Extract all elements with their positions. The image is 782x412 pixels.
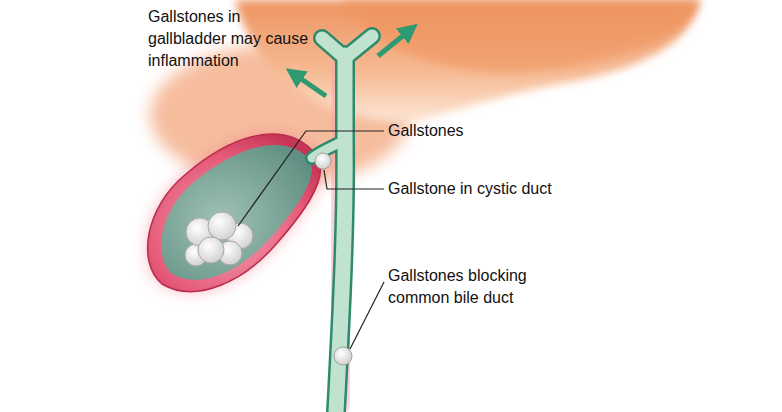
callout-label: Gallstones (388, 120, 588, 142)
leader-line (350, 282, 384, 349)
leader-line (324, 170, 384, 189)
callout-label: Gallstones blocking common bile duct (388, 265, 558, 309)
callout-label: Gallstones in gallbladder may cause infl… (148, 6, 318, 72)
callout-label: Gallstone in cystic duct (388, 178, 648, 200)
leader-line (238, 131, 384, 226)
